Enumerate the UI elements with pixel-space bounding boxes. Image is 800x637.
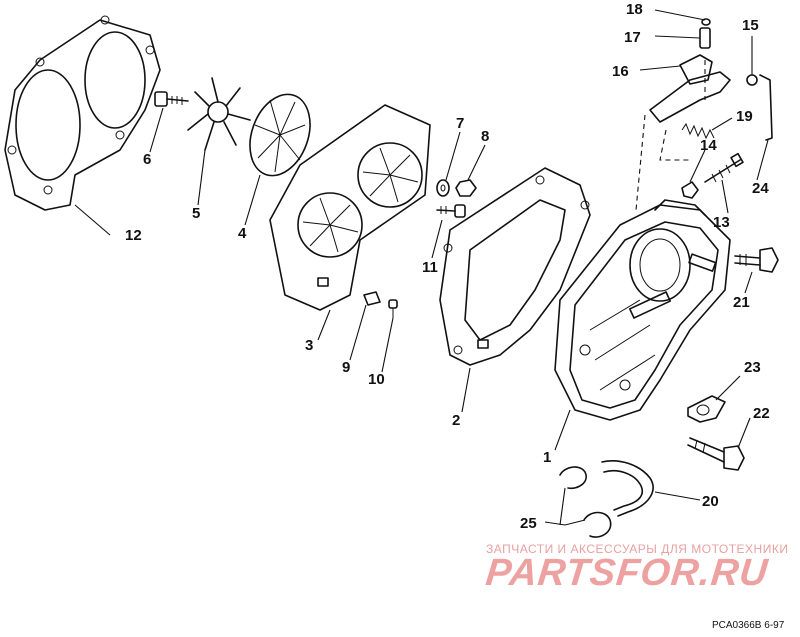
cap-18	[701, 18, 711, 26]
impeller-5	[187, 77, 251, 151]
callout-9: 9	[342, 359, 350, 376]
clamp-23	[687, 395, 726, 423]
watermark-brand: PARTSFOR.RU	[483, 552, 771, 594]
callout-15: 15	[742, 17, 759, 34]
screw-11	[436, 204, 466, 218]
callout-17: 17	[624, 29, 641, 46]
gasket-12	[4, 15, 161, 211]
callout-5: 5	[192, 205, 200, 222]
callout-20: 20	[702, 493, 719, 510]
sleeve-17	[699, 27, 711, 49]
callout-18: 18	[626, 1, 643, 18]
drawing-code: PCA0366B 6-97	[712, 620, 785, 631]
callout-22: 22	[753, 405, 770, 422]
nut-8	[455, 179, 477, 197]
callout-14: 14	[700, 137, 717, 154]
callout-1: 1	[543, 449, 551, 466]
callout-3: 3	[305, 337, 313, 354]
callout-10: 10	[368, 371, 385, 388]
callout-11: 11	[422, 259, 438, 276]
screw-10	[388, 299, 398, 318]
pump-housing-1	[554, 199, 731, 421]
callout-8: 8	[481, 128, 489, 145]
clip-25-upper	[559, 466, 587, 490]
pin-9	[363, 291, 381, 306]
watermark-tagline: ЗАПЧАСТИ И АКСЕССУАРЫ ДЛЯ МОТОТЕХНИКИ	[486, 542, 789, 556]
callout-16: 16	[612, 63, 629, 80]
gasket-2	[439, 167, 591, 366]
callout-7: 7	[456, 115, 464, 132]
callout-21: 21	[733, 294, 750, 311]
callout-labels: 1 2 3 4 5 6 7 8 9 10 11 12 13 14 15 16 1…	[125, 1, 770, 532]
callout-12: 12	[125, 227, 142, 244]
bolt-22	[687, 437, 745, 471]
spring-19	[681, 122, 715, 140]
callout-6: 6	[143, 151, 151, 168]
leader-lines	[74, 9, 769, 526]
rod-24	[759, 74, 773, 141]
alignment-lines	[635, 60, 706, 211]
callout-25: 25	[520, 515, 537, 532]
bolt-21	[734, 247, 779, 273]
callout-23: 23	[744, 359, 761, 376]
lever-16	[649, 54, 731, 123]
plate-4	[249, 93, 311, 177]
fitting-14	[681, 181, 699, 199]
washer-7	[436, 179, 450, 197]
screw-6	[154, 91, 189, 107]
clip-25-lower	[583, 511, 612, 538]
callout-13: 13	[713, 214, 730, 231]
nut-15	[746, 74, 758, 86]
stud-13	[704, 152, 744, 183]
callout-2: 2	[452, 412, 460, 429]
callout-4: 4	[238, 225, 247, 242]
callout-24: 24	[752, 180, 769, 197]
plate-3	[269, 104, 431, 311]
callout-19: 19	[736, 108, 753, 125]
hose-20	[601, 460, 654, 517]
